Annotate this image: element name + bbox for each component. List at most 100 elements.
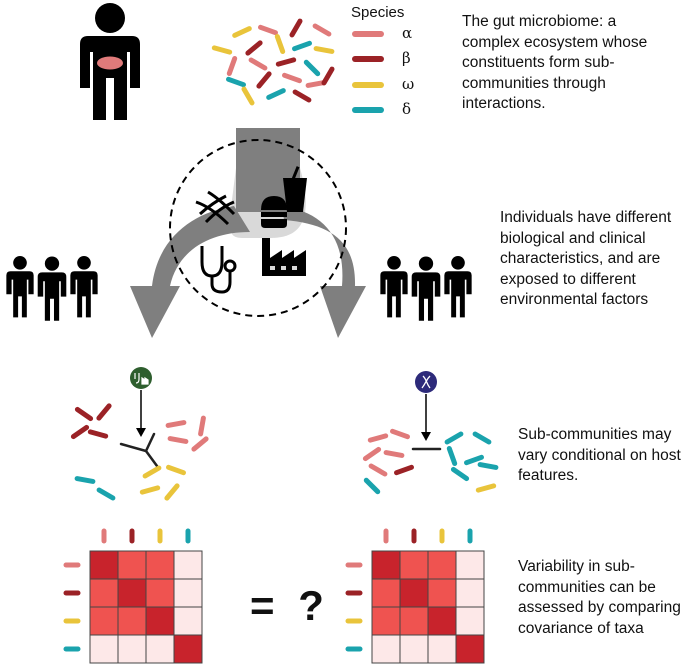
heatmap-cell <box>455 578 485 608</box>
left-community-bacterium <box>191 436 209 452</box>
heatmap-cell <box>145 606 175 636</box>
cloud-bacterium <box>292 89 312 103</box>
left-community-bacterium <box>139 485 161 495</box>
person-with-gut-icon <box>80 3 140 120</box>
heatmap-cell <box>371 634 401 664</box>
cloud-bacterium <box>241 86 255 106</box>
legend-label-delta: δ <box>402 100 412 118</box>
left-community-bacterium <box>70 424 90 440</box>
left-community-bacterium <box>165 420 187 428</box>
heatmap-cell <box>173 578 203 608</box>
heatmap-cell <box>399 578 429 608</box>
cloud-bacterium <box>303 59 321 77</box>
heatmap-cell <box>117 578 147 608</box>
cloud-bacterium <box>305 80 327 88</box>
cloud-bacterium <box>226 76 246 88</box>
heatmap-cell <box>399 606 429 636</box>
legend-label-beta: β <box>402 49 411 67</box>
heatmap-cell <box>371 606 401 636</box>
cloud-bacterium <box>321 66 335 86</box>
left-community-bacterium <box>74 406 94 422</box>
heatmap-cell <box>371 550 401 580</box>
heatmap-cell <box>427 550 457 580</box>
right-community-bacterium <box>475 483 497 493</box>
heatmap-cell <box>173 634 203 664</box>
heatmap-cell <box>89 634 119 664</box>
cloud-bacterium <box>256 71 272 89</box>
heatmap-cell <box>173 606 203 636</box>
heatmap-cell <box>455 634 485 664</box>
cloud-bacterium <box>258 24 278 36</box>
heatmap-cell <box>117 606 147 636</box>
variability-caption: Variability in sub-communities can be as… <box>518 558 681 637</box>
stethoscope-icon <box>200 246 237 294</box>
left-community-bacterium <box>87 429 109 439</box>
legend-title: Species <box>351 4 405 21</box>
legend-label-omega: ω <box>402 75 415 93</box>
cloud-bacterium <box>266 88 286 100</box>
heatmap-cell <box>145 578 175 608</box>
cloud-bacterium <box>274 34 286 54</box>
heatmap-cell <box>173 550 203 580</box>
heatmap-cell <box>427 634 457 664</box>
legend-label-alpha: α <box>402 24 413 42</box>
subcommunity-right <box>362 371 499 495</box>
covariance-heatmap-left <box>63 528 203 664</box>
factors-circle <box>169 139 347 317</box>
cloud-bacterium <box>248 57 268 71</box>
right-community-bacterium <box>446 446 458 466</box>
people-group-left-icon <box>6 255 98 321</box>
right-community-bacterium <box>383 450 405 458</box>
cloud-bacterium <box>289 18 303 38</box>
heatmap-cell <box>89 550 119 580</box>
cloud-bacterium <box>275 57 297 67</box>
right-community-bacterium <box>444 431 464 445</box>
right-community-bacterium <box>368 463 388 477</box>
heatmap-cell <box>427 578 457 608</box>
right-community-bacterium <box>367 433 389 443</box>
subcommunities-caption: Sub-communities may vary conditional on … <box>518 426 681 484</box>
heatmap-cell <box>89 606 119 636</box>
species-legend <box>352 31 384 113</box>
heatmap-cell <box>455 606 485 636</box>
heatmap-cell <box>145 550 175 580</box>
people-group-right-icon <box>380 255 472 321</box>
heatmap-cell <box>145 634 175 664</box>
left-community-bacterium <box>74 476 96 484</box>
right-community-bacterium <box>390 428 410 440</box>
cloud-bacterium <box>232 26 252 38</box>
cloud-bacterium <box>211 45 233 55</box>
right-community-bacterium <box>450 466 470 482</box>
heatmap-cell <box>427 606 457 636</box>
subcommunity-left <box>70 367 209 501</box>
left-community-bacterium <box>96 403 112 421</box>
heatmap-cell <box>371 578 401 608</box>
heatmap-cell <box>117 550 147 580</box>
heatmap-cell <box>399 634 429 664</box>
right-community-bacterium <box>362 446 382 462</box>
cloud-bacterium <box>226 56 238 76</box>
right-community-bacterium <box>464 454 484 466</box>
left-community-bacterium <box>167 436 189 444</box>
cloud-bacterium <box>292 40 312 52</box>
food-icon <box>261 166 307 228</box>
gut-icon <box>97 56 123 70</box>
left-community-bacterium <box>96 487 116 501</box>
gut-microbiome-caption: The gut microbiome: a complex ecosystem … <box>462 13 648 112</box>
cloud-bacterium <box>312 23 332 37</box>
covariance-heatmap-right <box>345 528 485 664</box>
left-community-bacterium <box>142 465 162 479</box>
heatmap-cell <box>89 578 119 608</box>
cloud-bacterium <box>313 46 335 54</box>
environment-marker-icon <box>130 367 152 389</box>
cloud-bacterium <box>282 72 302 84</box>
individuals-caption: Individuals have different biological an… <box>500 209 672 308</box>
heatmap-cell <box>399 550 429 580</box>
cloud-bacterium <box>245 40 263 56</box>
right-community-bacterium <box>477 462 499 470</box>
right-community-bacterium <box>363 477 381 495</box>
comparison-symbol: = ? <box>250 582 330 629</box>
dna-icon <box>195 190 236 226</box>
bacteria-cloud <box>211 18 335 106</box>
